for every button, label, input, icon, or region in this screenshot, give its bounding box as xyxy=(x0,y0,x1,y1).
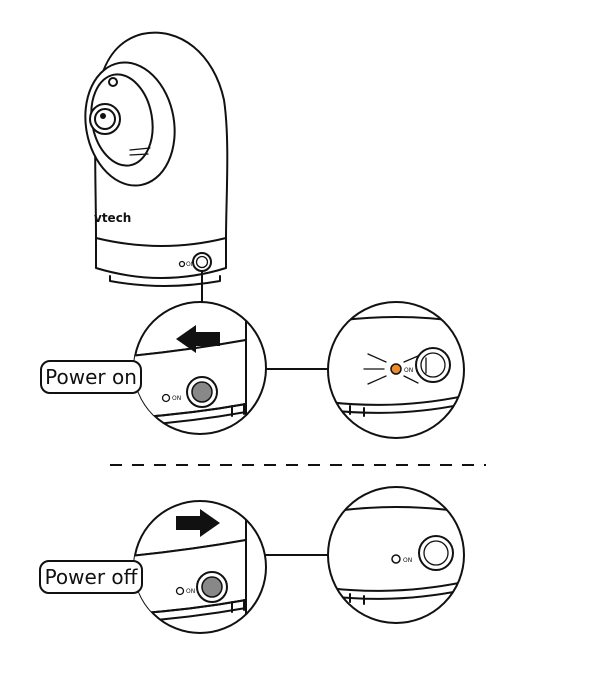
camera-lens-glint xyxy=(100,113,106,119)
result-circle-power-off: ON xyxy=(327,486,465,624)
button-marking-result: ON xyxy=(403,557,412,564)
led-indicator-zoom xyxy=(161,393,171,403)
led-lit-icon xyxy=(390,363,402,375)
button-marking-zoom: ON xyxy=(186,588,195,595)
camera-led xyxy=(178,260,186,268)
step-power-off: ON Power off ON xyxy=(39,486,465,634)
label-text: Power off xyxy=(45,565,139,589)
label-box xyxy=(39,560,143,594)
arrow-right-icon xyxy=(176,509,220,537)
label-power-off: Power off xyxy=(39,560,143,594)
led-rays xyxy=(363,353,419,385)
camera-base-feet xyxy=(109,275,221,287)
button-marking-zoom: ON xyxy=(172,395,181,402)
label-text: Power on xyxy=(45,365,137,389)
camera-illustration: vtech ON xyxy=(84,31,229,287)
result-circle-power-on: ON xyxy=(327,301,465,439)
zoom-circle-power-off: ON xyxy=(133,500,267,634)
button-marking-result: ON xyxy=(404,367,413,374)
camera-sensor xyxy=(108,77,118,87)
camera-button-marking: ON xyxy=(186,261,195,268)
step-power-on: ON Power on xyxy=(40,301,465,439)
arrow-left-icon xyxy=(176,325,220,353)
led-indicator-zoom xyxy=(175,586,185,596)
camera-power-button xyxy=(192,252,212,272)
led-off-icon xyxy=(391,554,401,564)
zoom-circle-power-on: ON xyxy=(133,301,267,435)
label-power-on: Power on xyxy=(40,360,142,394)
camera-lens-inner xyxy=(94,108,116,130)
camera-brand-logo: vtech xyxy=(94,211,131,225)
label-box xyxy=(40,360,142,394)
